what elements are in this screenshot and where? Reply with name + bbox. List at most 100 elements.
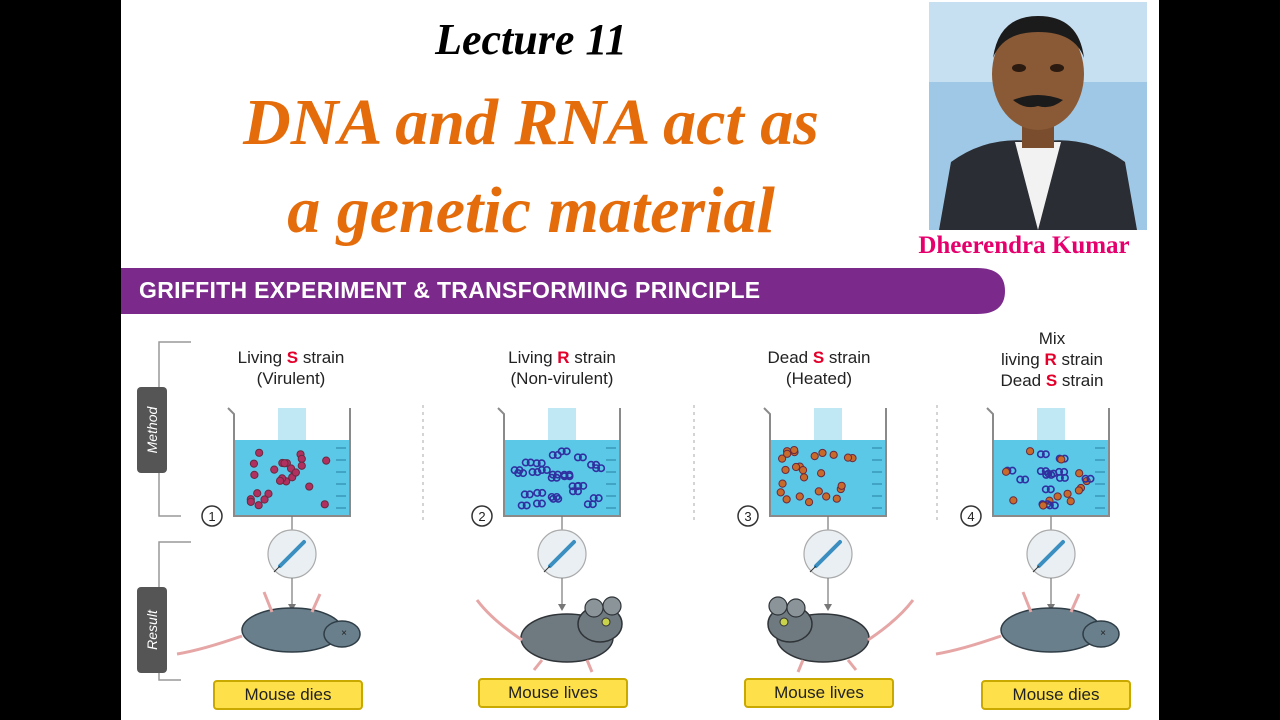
bacterium-s <box>264 489 273 498</box>
bacterium-s <box>1053 492 1062 501</box>
label-experiment-4: Mix living R strain Dead S strain <box>1000 329 1104 390</box>
svg-text:×: × <box>341 628 347 639</box>
bacterium-s <box>832 494 841 503</box>
bacterium-s <box>791 462 801 472</box>
step-circle-4 <box>960 505 982 527</box>
bacterium-r <box>549 494 558 503</box>
bacterium-r <box>532 499 541 508</box>
experiment-4-art: 4× <box>935 407 1120 656</box>
bacterium-s <box>1039 501 1048 510</box>
bacterium-r <box>548 451 557 460</box>
beaker-highlight-1 <box>278 408 306 440</box>
bacterium-r <box>557 447 566 456</box>
bacterium-r <box>573 453 582 462</box>
bacterium-r <box>568 487 577 496</box>
beaker-glass-4 <box>986 407 1110 517</box>
step-number-2: 2 <box>478 509 485 524</box>
bacterium-s <box>782 495 791 504</box>
syringe-icon <box>548 540 576 568</box>
bacterium-s <box>799 473 809 482</box>
bacterium-r <box>521 458 530 467</box>
bacterium-r <box>1036 450 1045 459</box>
bacterium-r <box>1055 467 1064 476</box>
griffith-diagram: Method Result Living S strain (Virulent)… <box>121 329 1159 720</box>
live-mouse-icon <box>475 596 623 673</box>
bacterium-r <box>560 472 569 481</box>
bacterium-s <box>270 465 279 474</box>
syringe-icon <box>278 540 306 568</box>
result-box-4: Mouse dies <box>981 680 1131 710</box>
bacterium-s <box>781 465 790 475</box>
bacterium-s <box>280 459 289 468</box>
bacterium-s <box>297 454 306 463</box>
arrow-down-icon <box>824 604 832 611</box>
bacterium-r <box>532 459 541 468</box>
step-circle-2 <box>471 505 493 527</box>
bacterium-s <box>795 492 804 501</box>
bacterium-s <box>297 461 306 470</box>
beaker-glass-1 <box>227 407 351 517</box>
bacterium-s <box>1025 447 1035 456</box>
bacterium-r <box>510 466 519 475</box>
result-box-1: Mouse dies <box>213 680 363 710</box>
result-box-3: Mouse lives <box>744 678 894 708</box>
bacterium-s <box>1057 455 1066 464</box>
experiment-3-art: 3 <box>737 407 915 673</box>
bacterium-s <box>837 481 846 490</box>
bacterium-s <box>250 470 259 479</box>
step-number-1: 1 <box>208 509 215 524</box>
bacterium-s <box>777 454 787 463</box>
bacterium-r <box>1016 475 1025 484</box>
bacterium-r <box>587 460 596 469</box>
presenter-name: Dheerendra Kumar <box>918 232 1130 259</box>
bacterium-s <box>790 445 799 455</box>
bacterium-s <box>1063 489 1072 498</box>
dead-mouse-icon: × <box>176 591 361 656</box>
syringe-icon <box>1037 540 1065 568</box>
bacterium-s <box>817 469 826 478</box>
bacterium-s <box>305 482 314 491</box>
bacterium-r <box>537 466 546 475</box>
bacterium-s <box>275 476 285 485</box>
bacterium-s <box>1001 467 1011 476</box>
label-experiment-3: Dead S strain (Heated) <box>767 348 871 388</box>
slide: Lecture 11 DNA and RNA act as a genetic … <box>121 0 1159 720</box>
bacterium-s <box>260 495 269 504</box>
syringe-icon <box>814 540 842 568</box>
bacterium-s <box>776 488 785 497</box>
bacterium-r <box>1042 470 1051 479</box>
bacterium-s <box>255 448 264 457</box>
arrow-down-icon <box>558 604 566 611</box>
step-circle-3 <box>737 505 759 527</box>
beaker-glass-2 <box>497 407 621 517</box>
title-line-2: a genetic material <box>287 174 775 247</box>
beaker-glass-3 <box>763 407 887 517</box>
bacterium-s <box>320 500 329 509</box>
method-tag: Method <box>137 387 167 473</box>
bacterium-r <box>1041 485 1050 494</box>
banner-title: GRIFFITH EXPERIMENT & TRANSFORMING PRINC… <box>139 277 761 303</box>
bacterium-s <box>798 466 808 475</box>
bacterium-s <box>814 487 823 496</box>
live-mouse-icon <box>767 596 915 673</box>
bacterium-r <box>1036 467 1045 476</box>
bacterium-s <box>254 501 263 510</box>
result-tag: Result <box>137 587 167 673</box>
step-number-3: 3 <box>744 509 751 524</box>
bacterium-s <box>1075 469 1084 478</box>
title-line-1: DNA and RNA act as <box>243 86 819 159</box>
bacterium-r <box>533 488 542 497</box>
bacterium-s <box>291 468 300 477</box>
beaker-highlight-4 <box>1037 408 1065 440</box>
bacterium-s <box>1074 486 1083 495</box>
bacterium-r <box>1081 474 1090 483</box>
beaker-highlight-3 <box>814 408 842 440</box>
bacterium-r <box>583 500 592 509</box>
bacterium-r <box>520 490 529 499</box>
bacterium-s <box>322 456 331 465</box>
section-banner <box>121 268 1005 314</box>
dead-mouse-icon: × <box>935 591 1120 656</box>
step-number-4: 4 <box>967 509 974 524</box>
label-experiment-2: Living R strain (Non-virulent) <box>508 348 616 388</box>
